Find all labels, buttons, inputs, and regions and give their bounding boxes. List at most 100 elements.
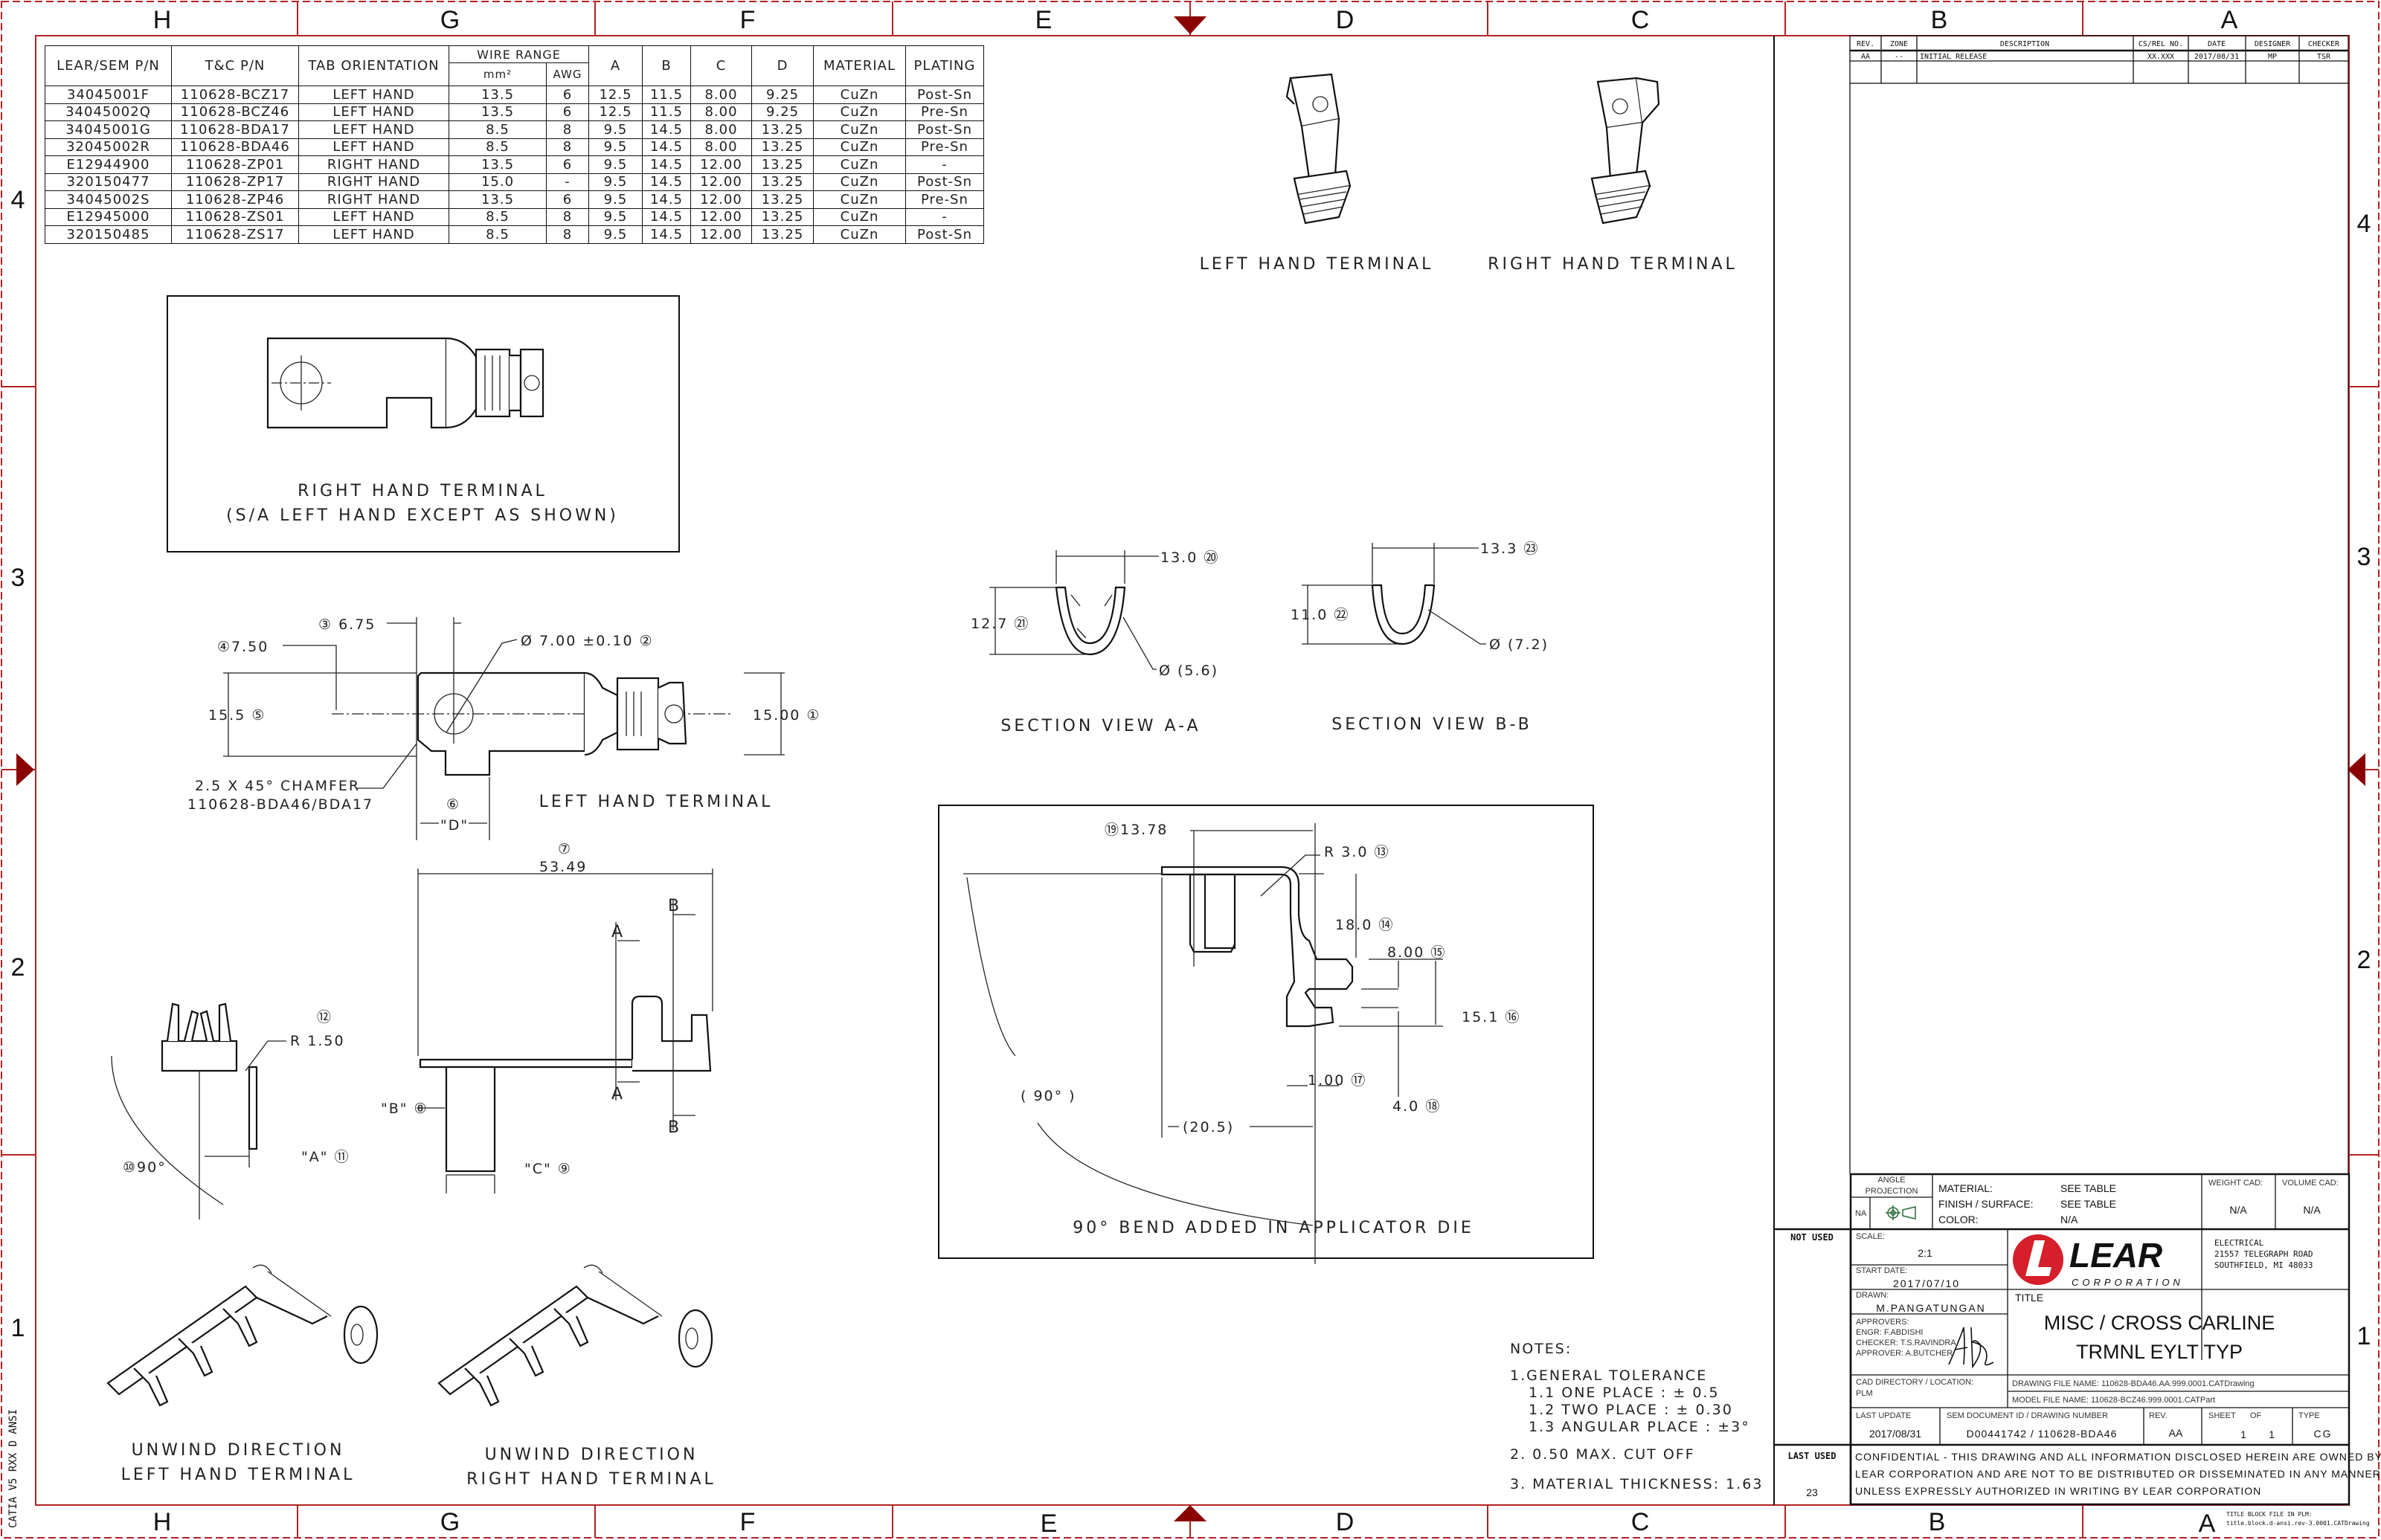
approver-entry: CHECKER: T.S.RAVINDRA [1856,1338,1956,1347]
zone-col: F [740,6,756,34]
table-cell: 12.00 [690,207,752,226]
drawn-value: M.PANGATUNGAN [1876,1302,1986,1314]
catia-version-note: CATIA V5 RXX D ANSI [7,1409,19,1528]
section-bb-diameter: Ø (7.2) [1489,637,1549,653]
table-cell: Post-Sn [905,225,984,244]
col-header-material: MATERIAL [813,45,906,86]
zone-row: 3 [11,564,25,592]
drawing-title-line1: MISC / CROSS CARLINE [2044,1312,2275,1334]
zone-col: E [1041,1510,1058,1538]
col-header-a: A [588,45,643,86]
table-cell: 9.5 [588,138,643,156]
table-cell: 9.5 [588,173,643,191]
volume-label: VOLUME CAD: [2282,1179,2339,1188]
table-cell: LEFT HAND [298,138,449,156]
table-cell: CuZn [813,120,906,139]
zone-row: 1 [11,1314,25,1342]
rev-header: REV. [1857,40,1874,48]
table-cell: 110628-ZP01 [171,155,299,174]
col-header-awg: AWG [546,62,589,86]
table-cell: 13.25 [751,190,814,209]
dim-4-0: 4.0 ⑱ [1392,1098,1441,1115]
rev-cell: XX.XXX [2147,53,2174,61]
rev-cell: TSR [2317,53,2331,61]
zone-col: C [1631,1508,1650,1536]
table-cell: 34045001G [45,120,172,139]
dim-a: "A" ⑪ [301,1149,350,1165]
center-mark-right-icon [2348,753,2365,786]
dim-r-1-50: R 1.50 [290,1033,345,1049]
bend-applicator-view: ⑲13.78 R 3.0 ⑬ 18.0 ⑭ 8.00 ⑮ 15.1 ⑯ 1.00… [938,805,1594,1264]
table-cell: 8 [546,207,589,226]
unwind-right-sublabel: RIGHT HAND TERMINAL [466,1470,716,1489]
zone-row: 2 [11,953,25,982]
table-cell: 8.5 [449,138,547,156]
dim-18-0: 18.0 ⑭ [1335,917,1394,933]
unwind-left-sublabel: LEFT HAND TERMINAL [121,1466,356,1484]
col-header-mm2: mm² [449,62,547,86]
zone-labels: H G F E D C B A H G F E D C B A 4 3 2 1 … [11,6,2371,1538]
table-cell: 110628-BDA17 [171,120,299,139]
zone-col: G [440,1508,460,1536]
start-date-label: START DATE: [1856,1266,1907,1275]
zone-col: G [440,6,460,34]
confidential-line: UNLESS EXPRESSLY AUTHORIZED IN WRITING B… [1855,1485,2261,1497]
section-bb-width: 13.3 ㉓ [1480,541,1539,557]
logo-text: LEAR [2069,1236,2162,1275]
table-cell: CuZn [813,103,906,121]
approvers-label: APPROVERS: [1856,1318,1909,1327]
dim-15-1: 15.1 ⑯ [1462,1009,1520,1025]
balloon-12: ⑫ [317,1009,332,1025]
drawing-file-name: DRAWING FILE NAME: 110628-BDA46.AA.999.0… [2012,1379,2255,1388]
table-cell: LEFT HAND [298,225,449,244]
last-update-label: LAST UPDATE [1856,1411,1911,1420]
material-label: MATERIAL: [1938,1182,1993,1194]
table-cell: 12.5 [588,86,643,104]
zone-col: H [153,6,172,34]
table-cell: 110628-BCZ17 [171,86,299,104]
template-file-name: title.block.d-ansi.rev-3.0001.CATDrawing [2226,1520,2370,1527]
table-cell: 14.5 [642,225,691,244]
approver-signature [1948,1327,1994,1369]
col-header-lear-pn: LEAR/SEM P/N [45,45,172,86]
approver-entry: APPROVER: A.BUTCHER [1856,1349,1953,1358]
table-cell: 12.00 [690,225,752,244]
table-cell: 8 [546,120,589,139]
table-cell: LEFT HAND [298,86,449,104]
color-value: N/A [2060,1214,2078,1225]
zone-col: D [1336,6,1355,34]
section-aa-height: 12.7 ㉑ [971,616,1029,632]
section-marker-a: A [611,1085,626,1104]
volume-value: N/A [2303,1204,2321,1216]
zone-row: 4 [11,186,25,214]
table-cell: 11.5 [642,86,691,104]
dim-8-00: 8.00 ⑮ [1387,944,1446,961]
left-hand-terminal-plan-view: ③ 6.75 ④7.50 Ø 7.00 ±0.10 ② 15.5 ⑤ 15.00… [187,616,819,840]
dim-1-00: 1.00 ⑰ [1308,1072,1366,1089]
bend-view-label: 90° BEND ADDED IN APPLICATOR DIE [1073,1219,1474,1237]
notes-title: NOTES: [1510,1341,1572,1357]
dim-d: "D" [440,817,469,834]
table-cell: LEFT HAND [298,207,449,226]
cad-dir-label: CAD DIRECTORY / LOCATION: [1856,1378,1973,1387]
zone-row: 1 [2357,1322,2371,1350]
rh-box-label: RIGHT HAND TERMINAL [298,482,547,500]
table-cell: CuZn [813,190,906,209]
table-cell: 8.00 [690,120,752,139]
dim-7-50: ④7.50 [217,639,269,655]
table-cell: 8 [546,138,589,156]
rev-cell: MP [2268,53,2277,61]
unwind-left-label: UNWIND DIRECTION [132,1441,345,1460]
table-cell: CuZn [813,225,906,244]
dim-90-deg: ( 90° ) [1021,1088,1076,1104]
table-cell: 13.5 [449,103,547,121]
finish-label: FINISH / SURFACE: [1938,1198,2034,1210]
chamfer-note: 2.5 X 45° CHAMFER [195,778,360,794]
drawing-number: D00441742 / 110628-BDA46 [1967,1428,2118,1440]
table-cell: 110628-ZS17 [171,225,299,244]
dim-r-3-0: R 3.0 ⑬ [1324,844,1390,860]
